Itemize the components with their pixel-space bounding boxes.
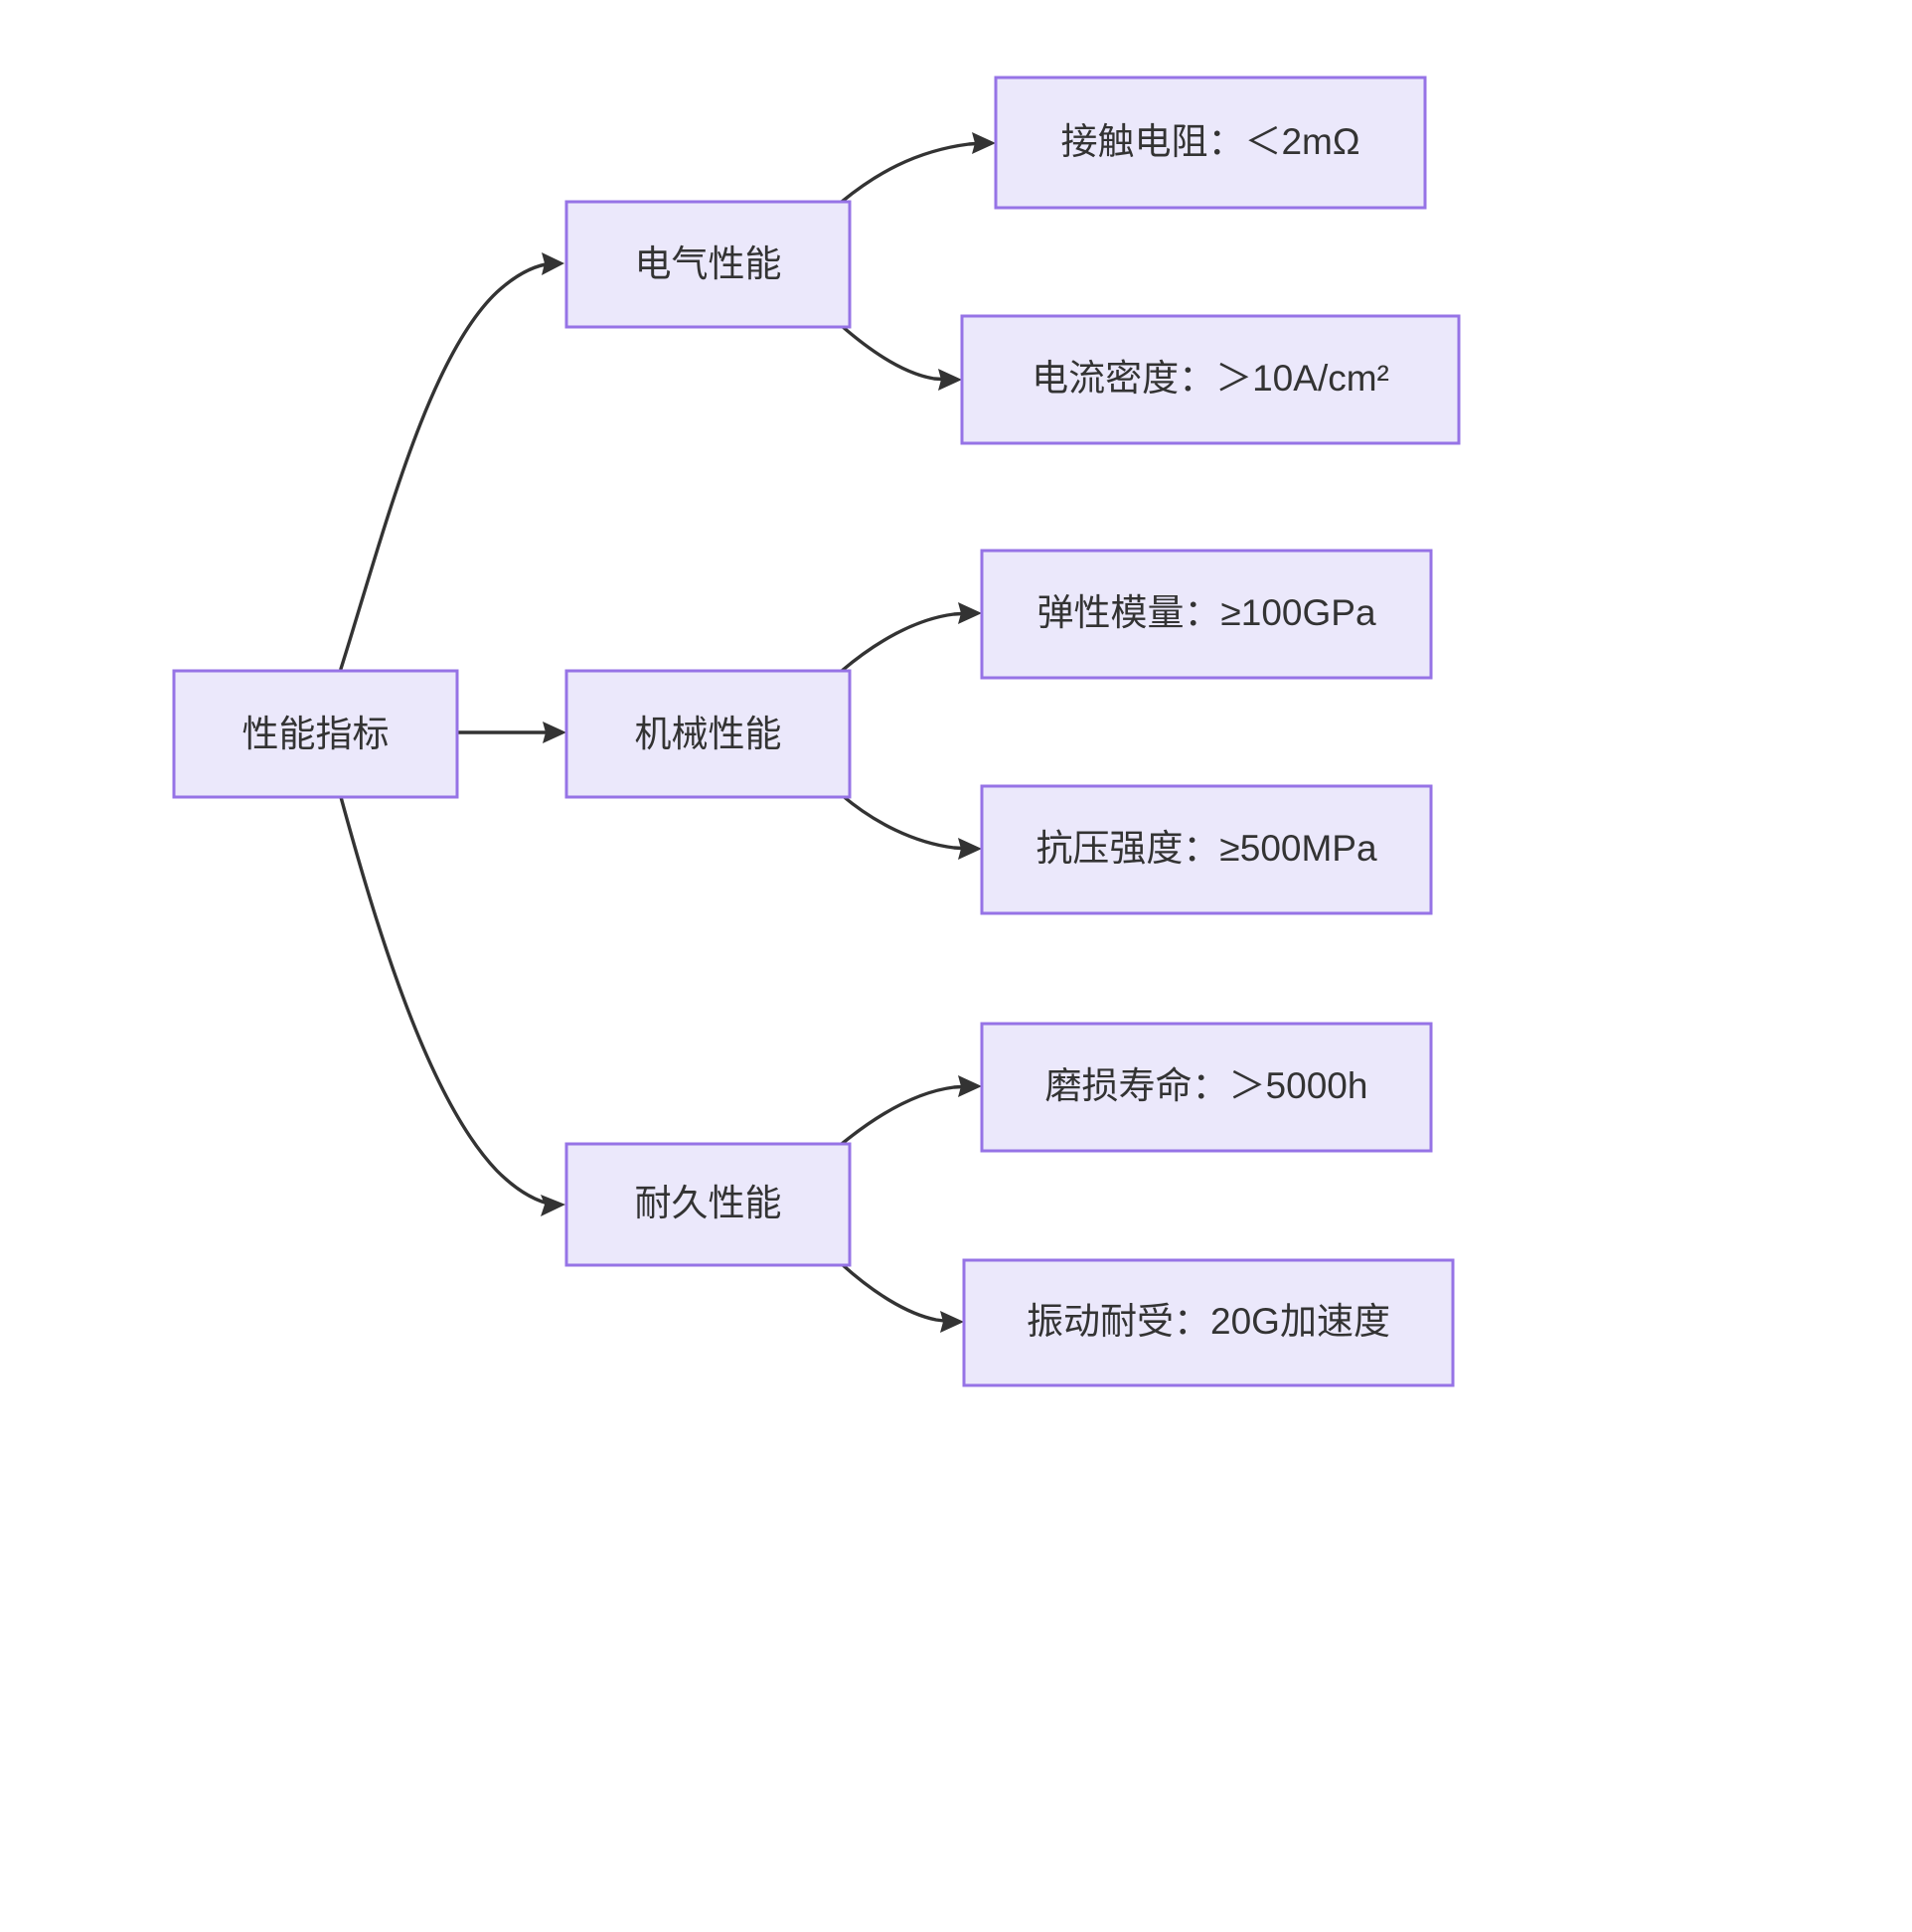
node-elastic-modulus[interactable]: 弹性模量：≥100GPa	[980, 549, 1433, 680]
arrowhead-icon	[958, 602, 982, 624]
node-compressive-strength-box[interactable]	[980, 784, 1433, 915]
edge-durability-to-wear-life	[840, 1075, 982, 1146]
edge-mechanical-to-elastic-modulus	[840, 602, 982, 673]
arrowhead-icon	[958, 1075, 982, 1097]
arrowhead-icon	[940, 1311, 964, 1333]
arrowhead-icon	[938, 369, 962, 391]
arrowhead-icon	[541, 1195, 565, 1216]
node-current-density-box[interactable]	[960, 314, 1461, 445]
node-mechanical-label: 机械性能	[635, 714, 782, 754]
node-wear-life-label: 磨损寿命：＞5000h	[1045, 1065, 1368, 1106]
node-root-label: 性能指标	[242, 714, 390, 754]
edge-electrical-to-contact-resistance	[840, 132, 996, 204]
arrowhead-icon	[543, 722, 566, 743]
node-elastic-modulus-box[interactable]	[980, 549, 1433, 680]
node-wear-life[interactable]: 磨损寿命：＞5000h	[980, 1022, 1433, 1153]
edge-root-to-mechanical	[455, 722, 566, 743]
node-elastic-modulus-label: 弹性模量：≥100GPa	[1036, 592, 1375, 633]
edge-electrical-to-current-density	[840, 324, 962, 391]
node-wear-life-box[interactable]	[980, 1022, 1433, 1153]
node-contact-resistance-box[interactable]	[994, 76, 1427, 210]
arrowhead-icon	[958, 838, 982, 860]
node-mechanical[interactable]: 机械性能	[564, 669, 852, 799]
node-durability-box[interactable]	[564, 1142, 852, 1267]
edge-root-to-durability	[339, 795, 565, 1216]
arrowhead-icon	[542, 252, 564, 275]
node-mechanical-box[interactable]	[564, 669, 852, 799]
node-contact-resistance-label: 接触电阻：＜2mΩ	[1060, 121, 1359, 162]
node-electrical-box[interactable]	[564, 200, 852, 329]
edge-durability-to-vibration-tolerance	[840, 1262, 964, 1333]
node-current-density[interactable]: 电流密度：＞10A/cm²	[960, 314, 1461, 445]
node-compressive-strength[interactable]: 抗压强度：≥500MPa	[980, 784, 1433, 915]
node-electrical-label: 电气性能	[635, 243, 782, 284]
edge-mechanical-to-compressive-strength	[840, 793, 982, 860]
arrowhead-icon	[972, 132, 996, 154]
node-root-box[interactable]	[172, 669, 459, 799]
node-durability[interactable]: 耐久性能	[564, 1142, 852, 1267]
node-vibration-tolerance[interactable]: 振动耐受：20G加速度	[962, 1258, 1455, 1387]
edge-root-to-electrical	[339, 252, 564, 671]
node-current-density-label: 电流密度：＞10A/cm²	[1032, 358, 1389, 399]
node-compressive-strength-label: 抗压强度：≥500MPa	[1036, 828, 1377, 869]
node-durability-label: 耐久性能	[635, 1183, 782, 1223]
node-vibration-tolerance-box[interactable]	[962, 1258, 1455, 1387]
edges-layer	[339, 132, 996, 1333]
nodes-layer: 性能指标 电气性能 接触电阻：＜2mΩ 电流密度：＞10A/cm² 机械性能	[172, 76, 1461, 1387]
node-electrical[interactable]: 电气性能	[564, 200, 852, 329]
node-contact-resistance[interactable]: 接触电阻：＜2mΩ	[994, 76, 1427, 210]
node-root[interactable]: 性能指标	[172, 669, 459, 799]
node-vibration-tolerance-label: 振动耐受：20G加速度	[1027, 1301, 1390, 1342]
